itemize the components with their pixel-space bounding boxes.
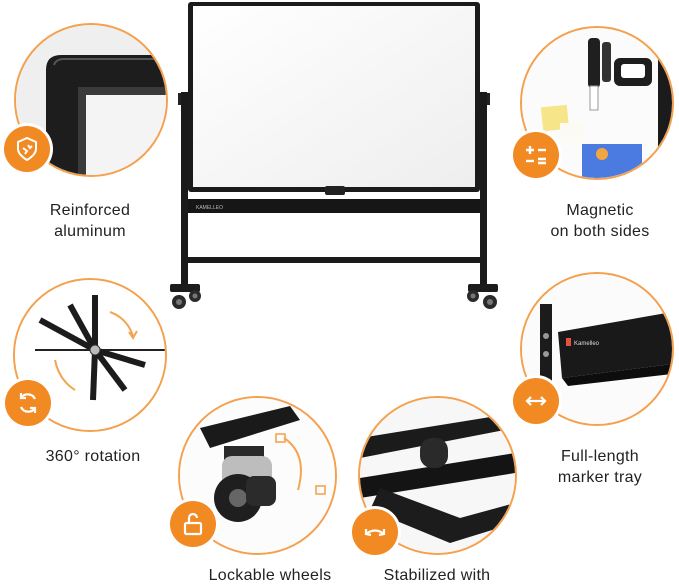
stabilized-label: Stabilized with: [383, 567, 491, 584]
brand-logo-text: Kamelleo: [574, 341, 600, 347]
svg-text:KAMELLEO: KAMELLEO: [196, 205, 223, 211]
reinforced-corner-photo: [14, 23, 168, 177]
magnetic-label: Magnetic on both sides: [550, 202, 650, 240]
reinforced-label: Reinforced aluminum: [49, 202, 131, 240]
plus-minus-icon: [513, 132, 559, 178]
magnetic-accessories-photo: [520, 26, 674, 180]
rotate-arrows-icon: [5, 380, 51, 426]
curved-double-arrow-icon: [352, 509, 398, 555]
unlocked-padlock-icon: [170, 501, 216, 547]
marker-tray-label: Full-length marker tray: [557, 448, 643, 486]
double-arrow-icon: [513, 378, 559, 424]
whiteboard-stand: KAMELLEO: [160, 0, 505, 315]
lockable-wheels-label: Lockable wheels: [208, 567, 332, 584]
rotation-label: 360° rotation: [45, 448, 141, 465]
shield-crack-icon: [4, 126, 50, 172]
